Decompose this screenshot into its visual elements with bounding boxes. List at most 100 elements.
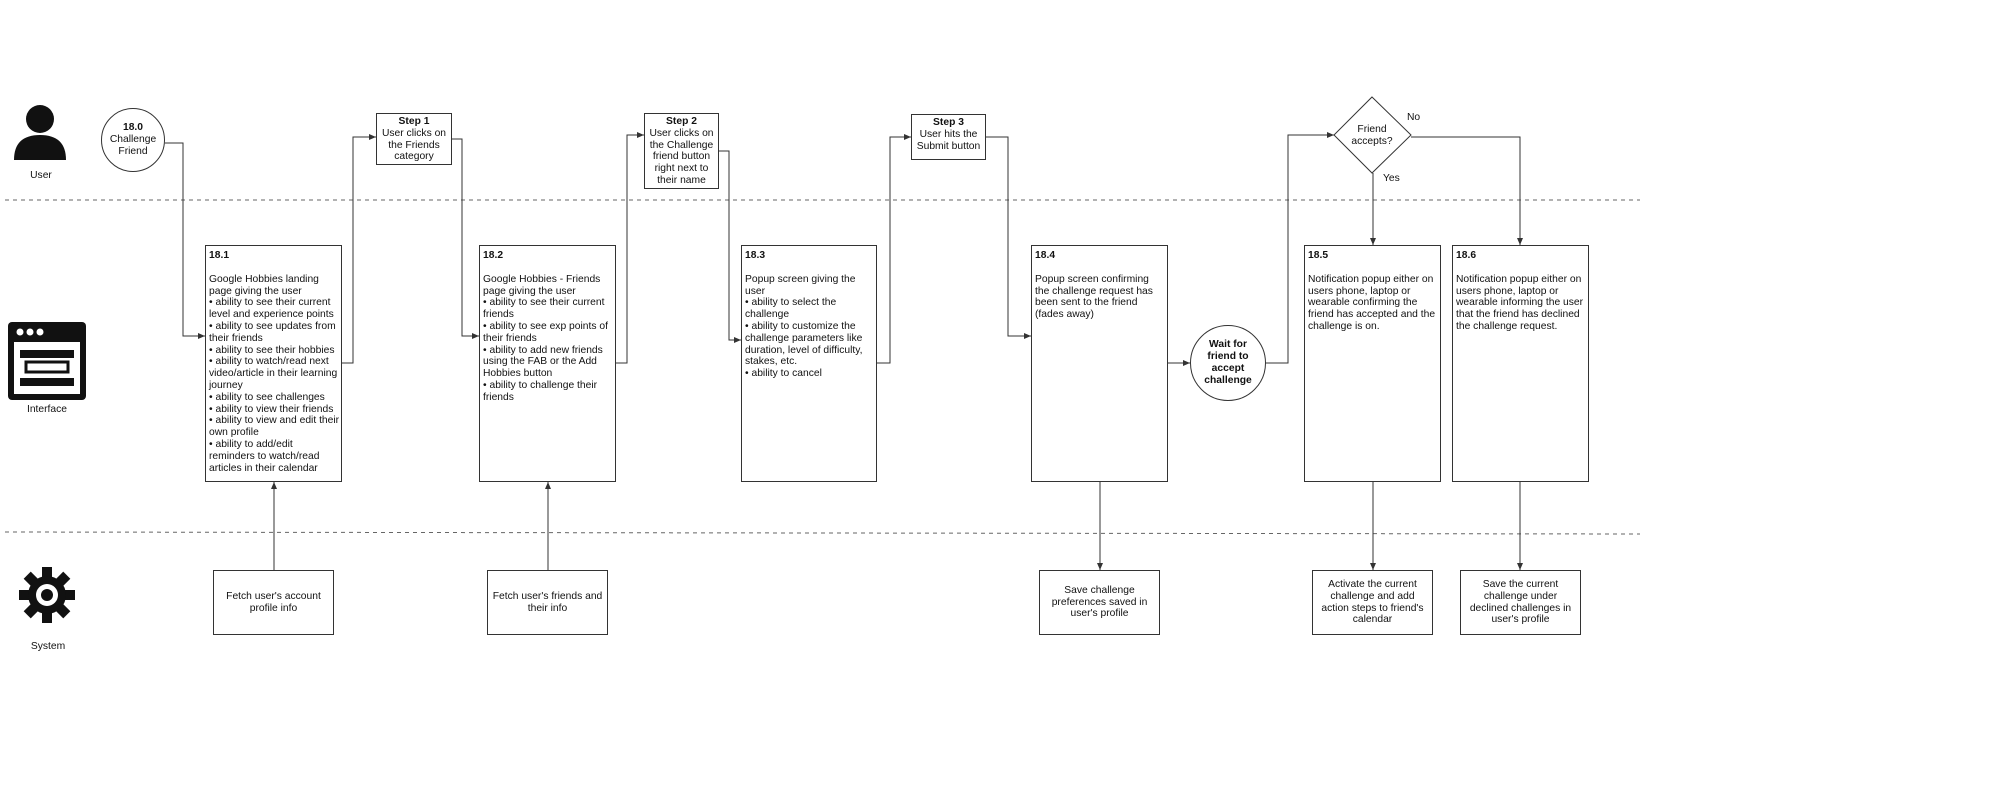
system-box-line: challenge under bbox=[1483, 590, 1558, 602]
screen-description-line: wearable informing the user bbox=[1456, 297, 1584, 309]
screen-description-line: challenge is on. bbox=[1308, 320, 1380, 332]
screen-description-line: users phone, laptop or bbox=[1308, 285, 1411, 297]
screen-id: 18.3 bbox=[745, 250, 766, 261]
screen-description-line: • ability to add/edit bbox=[209, 438, 293, 450]
screen-description-line: using the FAB or the Add bbox=[483, 356, 597, 368]
screen-description-line: • ability to see their current bbox=[209, 297, 331, 309]
screen-description-line: friends bbox=[483, 391, 514, 403]
system-box-line: calendar bbox=[1352, 614, 1393, 626]
screen-description-line: (fades away) bbox=[1035, 309, 1094, 321]
system-box-line: declined challenges in bbox=[1469, 602, 1572, 614]
screen-description-line: video/article in their learning bbox=[209, 368, 338, 380]
edge-no-to-18-6 bbox=[1411, 136, 1523, 245]
lane-divider-bottom bbox=[4, 531, 1641, 535]
screen-description-line: challenge bbox=[745, 309, 790, 321]
step-box-3: Step 3 User hits the Submit button bbox=[911, 114, 986, 160]
step-line: category bbox=[394, 151, 434, 163]
system-box-line: profile info bbox=[249, 602, 298, 614]
screen-description-line: their friends bbox=[209, 332, 263, 344]
screen-description-line: • ability to challenge their bbox=[483, 379, 598, 391]
system-box-line: user's profile bbox=[1491, 614, 1550, 626]
step-line: right next to bbox=[654, 163, 709, 175]
step-line: User hits the bbox=[919, 128, 978, 140]
screen-description-line: wearable confirming the bbox=[1308, 297, 1418, 309]
screen-description-line: • ability to see updates from bbox=[209, 320, 336, 332]
screen-description-line: • ability to customize the bbox=[745, 320, 856, 332]
screen-description-line: their friends bbox=[483, 332, 537, 344]
system-box-line: Fetch user's friends and bbox=[492, 590, 603, 602]
screen-id: 18.6 bbox=[1456, 250, 1477, 261]
screen-description-line: Notification popup either on bbox=[1456, 273, 1582, 285]
screen-description-line: stakes, etc. bbox=[745, 356, 798, 368]
screen-description-line: friend has accepted and the bbox=[1308, 309, 1436, 321]
step-line: their name bbox=[657, 174, 706, 186]
step-line: Submit button bbox=[916, 140, 981, 152]
system-box-line: Save the current bbox=[1482, 578, 1559, 590]
screen-description-line: • ability to select the bbox=[745, 297, 837, 309]
wait-node-line: accept bbox=[1211, 363, 1245, 374]
screen-description-line: Notification popup either on bbox=[1308, 273, 1434, 285]
step-line: friend button bbox=[652, 151, 711, 163]
decision-label-line: accepts? bbox=[1351, 135, 1393, 147]
edge-start-to-18-1 bbox=[165, 142, 205, 339]
screen-description-line: duration, level of difficulty, bbox=[745, 344, 863, 356]
step-title: Step 3 bbox=[933, 117, 964, 128]
screen-description-line: • ability to cancel bbox=[745, 368, 822, 380]
screen-description-line: • ability to add new friends bbox=[483, 344, 603, 356]
screen-description-line: Google Hobbies - Friends bbox=[483, 273, 601, 285]
wait-node-line: challenge bbox=[1204, 374, 1252, 386]
screen-id: 18.1 bbox=[209, 250, 230, 261]
screen-id: 18.4 bbox=[1035, 250, 1056, 261]
screen-id: 18.5 bbox=[1308, 250, 1329, 261]
edge-step2-to-18-3 bbox=[719, 150, 741, 343]
screen-description-line: • ability to watch/read next bbox=[209, 356, 329, 368]
screen-description-line: • ability to see their hobbies bbox=[209, 344, 335, 356]
screen-description-line: • ability to see exp points of bbox=[483, 320, 608, 332]
screen-description-line: users phone, laptop or bbox=[1456, 285, 1559, 297]
screen-description-line: Popup screen confirming bbox=[1035, 273, 1149, 285]
branch-label-yes: Yes bbox=[1383, 173, 1400, 184]
wait-node-line: friend to bbox=[1207, 351, 1249, 363]
edge-18-1-to-step1 bbox=[342, 134, 376, 364]
screen-description-line: articles in their calendar bbox=[209, 462, 318, 474]
screen-description-line: the challenge request has bbox=[1035, 285, 1153, 297]
system-box-line: preferences saved in bbox=[1051, 596, 1148, 608]
start-node: 18.0 Challenge Friend bbox=[101, 108, 165, 172]
screen-description-line: challenge parameters like bbox=[745, 332, 863, 344]
step-box-1: Step 1 User clicks on the Friends catego… bbox=[376, 113, 452, 165]
screen-description-line: friends bbox=[483, 309, 514, 321]
screen-description-line: Popup screen giving the bbox=[745, 273, 856, 285]
edge-step3-to-18-4 bbox=[986, 136, 1031, 339]
wait-node-line: Wait for bbox=[1209, 339, 1247, 351]
decision-label: Friend accepts? bbox=[1342, 124, 1402, 148]
start-node-label-line: Friend bbox=[118, 145, 148, 157]
system-box-line: their info bbox=[527, 602, 568, 614]
screen-description-line: own profile bbox=[209, 427, 259, 439]
screen-description-line: Hobbies button bbox=[483, 368, 553, 380]
screen-id: 18.2 bbox=[483, 250, 504, 261]
screen-description-line: • ability to see challenges bbox=[209, 391, 325, 403]
screen-description-line: reminders to watch/read bbox=[209, 450, 320, 462]
user-icon bbox=[14, 105, 66, 160]
step-line: the Challenge bbox=[649, 139, 714, 151]
step-box-2: Step 2 User clicks on the Challenge frie… bbox=[644, 113, 719, 189]
